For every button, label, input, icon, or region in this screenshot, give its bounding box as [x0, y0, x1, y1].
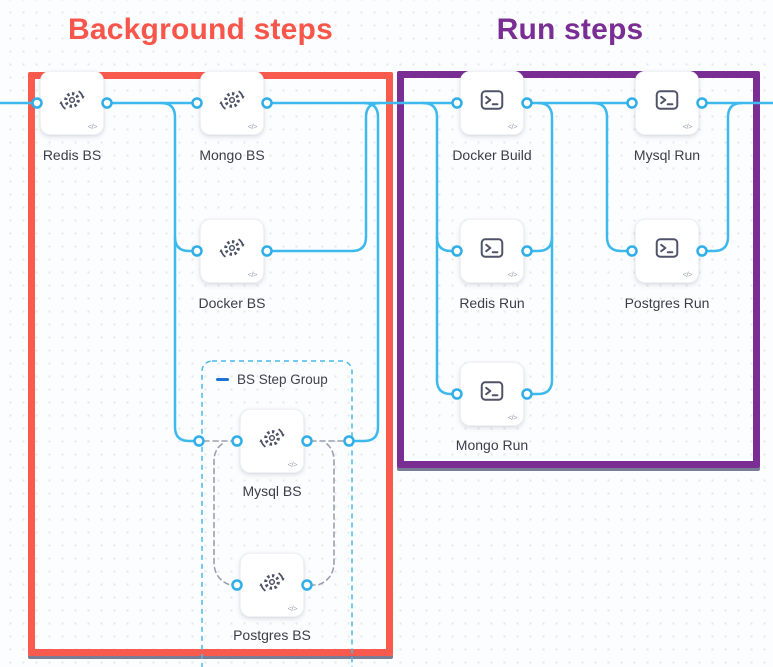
background-step-icon [259, 572, 285, 592]
code-badge: </> [507, 270, 518, 279]
step-node-mongo-bs[interactable]: </> [200, 71, 264, 135]
step-node-docker-bs[interactable]: </> [200, 219, 264, 283]
collapse-minus-icon[interactable] [216, 378, 229, 381]
step-node-mysql-run[interactable]: </> [635, 71, 699, 135]
step-node-mongo-run[interactable]: </> [460, 362, 524, 426]
code-badge: </> [507, 413, 518, 422]
run-step-icon [480, 90, 504, 110]
step-label-mongo-bs: Mongo BS [199, 147, 265, 163]
code-badge: </> [682, 122, 693, 131]
step-label-mysql-run: Mysql Run [633, 147, 701, 163]
step-node-redis-run[interactable]: </> [460, 219, 524, 283]
run-step-icon [480, 238, 504, 258]
step-node-docker-build[interactable]: </> [460, 71, 524, 135]
code-badge: </> [682, 270, 693, 279]
code-badge: </> [287, 604, 298, 613]
background-step-icon [219, 90, 245, 110]
step-label-mysql-bs: Mysql BS [242, 483, 302, 499]
step-label-mongo-run: Mongo Run [455, 437, 529, 453]
step-group-label-row: BS Step Group [216, 372, 328, 387]
run-steps-box [397, 71, 760, 468]
code-badge: </> [247, 122, 258, 131]
step-label-postgres-bs: Postgres BS [233, 627, 311, 643]
background-step-icon [259, 428, 285, 448]
run-step-icon [655, 90, 679, 110]
background-steps-title: Background steps [68, 13, 333, 46]
step-node-mysql-bs[interactable]: </> [240, 409, 304, 473]
code-badge: </> [247, 270, 258, 279]
background-step-icon [219, 238, 245, 258]
step-node-postgres-bs[interactable]: </> [240, 553, 304, 617]
step-label-postgres-run: Postgres Run [624, 295, 710, 311]
code-badge: </> [87, 122, 98, 131]
background-step-icon [59, 90, 85, 110]
code-badge: </> [507, 122, 518, 131]
step-label-redis-run: Redis Run [459, 295, 525, 311]
run-steps-title: Run steps [496, 13, 644, 46]
code-badge: </> [287, 460, 298, 469]
step-label-redis-bs: Redis BS [42, 147, 102, 163]
step-label-docker-bs: Docker BS [198, 295, 266, 311]
step-node-postgres-run[interactable]: </> [635, 219, 699, 283]
step-group-name: BS Step Group [237, 372, 328, 387]
run-step-icon [655, 238, 679, 258]
step-label-docker-build: Docker Build [452, 147, 532, 163]
run-step-icon [480, 381, 504, 401]
step-node-redis-bs[interactable]: </> [40, 71, 104, 135]
